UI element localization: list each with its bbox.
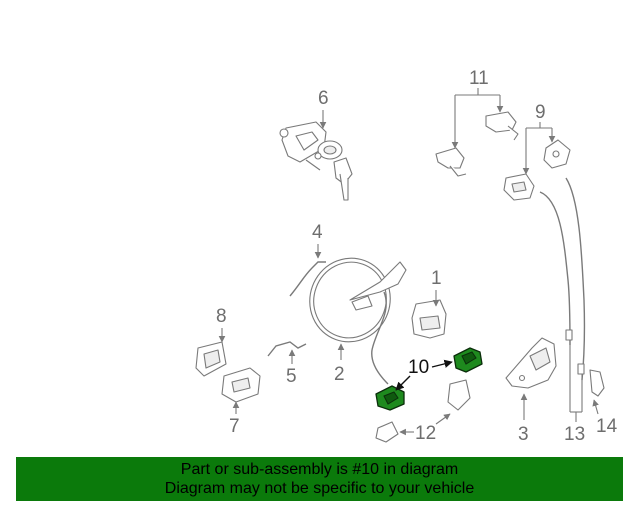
info-banner: Part or sub-assembly is #10 in diagram D…: [16, 457, 623, 501]
callout-2: 2: [334, 364, 345, 385]
part-14-clip: [589, 369, 605, 397]
part-12-brackets: [375, 379, 471, 443]
callout-13: 13: [564, 424, 585, 445]
callout-4: 4: [312, 222, 323, 243]
callout-11: 11: [469, 68, 489, 89]
part-2-cable-loop: [309, 257, 407, 385]
callout-6: 6: [318, 88, 329, 109]
callout-5: 5: [286, 366, 297, 387]
part-10-actuator-lower: [375, 385, 405, 411]
banner-line-1: Part or sub-assembly is #10 in diagram: [180, 461, 459, 478]
part-6-lock-cylinder: [279, 121, 353, 201]
callout-3: 3: [518, 424, 529, 445]
callout-14: 14: [596, 416, 618, 437]
callout-7: 7: [229, 416, 240, 437]
part-10-actuator-upper: [453, 347, 483, 373]
callout-12: 12: [415, 423, 436, 444]
part-9-hinge-left: [503, 173, 535, 201]
part-3-latch-bracket: [505, 337, 557, 389]
callout-10: 10: [408, 357, 429, 378]
parts-diagram: 6 11 9 13 14: [195, 68, 618, 445]
part-4-rod: [289, 261, 326, 297]
part-8-escutcheon: [195, 341, 227, 377]
part-9-hinge-right: [543, 139, 571, 169]
part-7-handle-base: [221, 367, 261, 403]
part-13-cables: [539, 177, 586, 413]
part-11-bracket-lower: [435, 147, 467, 177]
callout-8: 8: [216, 306, 227, 327]
part-11-bracket-upper: [485, 111, 519, 141]
banner-line-2: Diagram may not be specific to your vehi…: [164, 480, 475, 497]
part-5-rod: [267, 341, 307, 357]
callout-1: 1: [431, 268, 442, 289]
callout-9: 9: [535, 102, 546, 123]
part-1-handle: [411, 299, 447, 339]
